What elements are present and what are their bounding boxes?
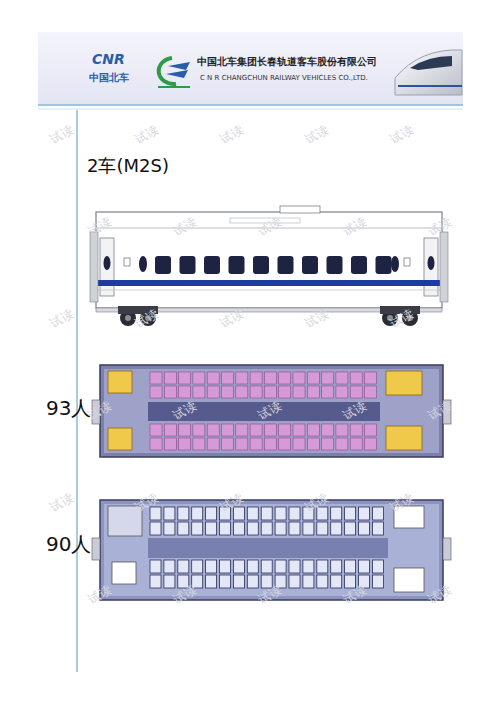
car-side-elevation xyxy=(90,206,448,326)
margin-rule xyxy=(76,110,78,672)
watermark: 试读 xyxy=(48,307,75,330)
crc-logo xyxy=(158,58,190,88)
capacity-label: 90人 xyxy=(46,533,91,555)
watermark: 试读 xyxy=(48,123,75,146)
company-name-en: C N R CHANGCHUN RAILWAY VEHICLES CO.,LTD… xyxy=(200,75,368,83)
watermark: 试读 xyxy=(303,123,330,146)
floor-plan-93 xyxy=(92,365,451,457)
car-title: 2车(M2S) xyxy=(87,156,169,176)
watermark: 试读 xyxy=(133,123,160,146)
header-rule xyxy=(38,109,463,110)
header-rule xyxy=(38,104,463,106)
watermark: 试读 xyxy=(86,583,113,606)
watermark: 试读 xyxy=(218,123,245,146)
logo-text: 中国北车 xyxy=(89,72,129,83)
header-band xyxy=(38,32,463,104)
watermark: 试读 xyxy=(48,491,75,514)
company-name: 中国北车集团长春轨道客车股份有限公司 xyxy=(197,57,377,68)
capacity-label: 93人 xyxy=(46,397,91,419)
logo-text: CNR xyxy=(92,52,125,67)
watermark: 试读 xyxy=(388,123,415,146)
train-image xyxy=(395,50,462,95)
